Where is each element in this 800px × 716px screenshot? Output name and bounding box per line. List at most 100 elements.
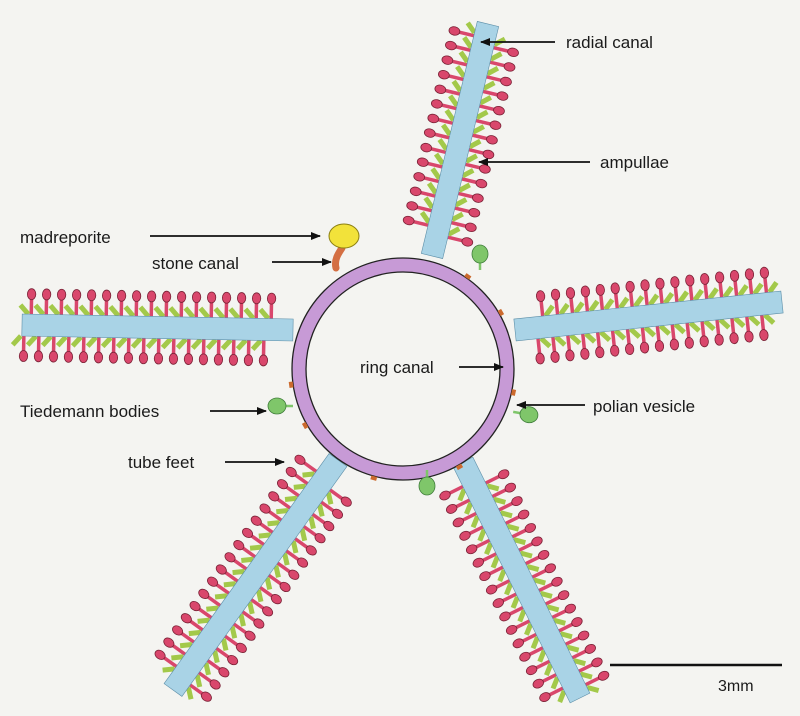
ampulla: [218, 667, 230, 678]
ampulla-stalk: [310, 512, 328, 526]
ampulla: [236, 292, 247, 304]
tube-foot: [486, 66, 500, 77]
ampulla: [465, 544, 478, 555]
ampulla: [577, 630, 590, 641]
ampulla: [413, 172, 426, 182]
ampulla: [279, 581, 291, 593]
tube-foot: [490, 555, 500, 569]
tube-foot: [588, 299, 600, 313]
ampulla-stalk: [551, 335, 557, 355]
tube-foot: [579, 671, 593, 680]
tube-foot: [519, 550, 533, 559]
ampulla-stalk: [446, 73, 466, 82]
arm-right: [513, 266, 784, 365]
ampulla-stalk: [673, 284, 679, 304]
ampulla: [625, 280, 635, 293]
ampulla: [625, 343, 635, 356]
ampulla-stalk: [625, 327, 631, 347]
tube-foot: [78, 304, 91, 317]
ampulla: [759, 266, 769, 279]
ampulla-stalk: [232, 622, 249, 636]
label-ampullae: ampullae: [600, 153, 669, 172]
tube-foot: [168, 306, 181, 319]
ampulla-stalk: [284, 549, 302, 562]
tube-foot: [25, 334, 38, 347]
ampulla: [314, 533, 326, 544]
ampulla: [268, 491, 280, 502]
tube-foot: [229, 625, 238, 639]
ampulla: [163, 637, 175, 648]
tiedemann-body: [464, 273, 472, 280]
ampulla: [406, 201, 419, 211]
tube-foot: [543, 304, 555, 318]
ampulla: [489, 120, 502, 130]
ampulla: [525, 665, 538, 676]
ampulla-stalk: [267, 573, 284, 587]
tube-foot: [220, 338, 233, 351]
ampulla-stalk: [442, 88, 462, 96]
ampulla: [670, 276, 680, 288]
ampulla: [228, 354, 239, 366]
ampulla: [297, 557, 309, 568]
ampulla: [102, 289, 112, 302]
tube-foot: [718, 317, 731, 330]
ampulla: [499, 611, 511, 622]
tube-foot: [85, 335, 98, 348]
ampulla: [595, 346, 605, 359]
tube-foot: [464, 501, 474, 515]
ampulla-stalk: [536, 336, 542, 357]
ampulla-stalk: [474, 118, 494, 127]
tube-foot: [302, 471, 315, 478]
ampulla-stalk: [161, 655, 179, 669]
ampulla: [544, 563, 556, 574]
ampulla: [250, 515, 262, 526]
tube-foot: [10, 334, 23, 347]
ampulla: [610, 282, 620, 295]
polian-vesicle-bulb: [519, 406, 539, 424]
ampulla: [729, 269, 740, 282]
ampulla: [535, 290, 546, 303]
ampulla: [215, 564, 227, 575]
tube-foot: [462, 36, 474, 49]
ampulla: [332, 508, 344, 519]
ampulla-stalk: [700, 319, 706, 340]
ampulla: [744, 330, 754, 343]
tube-foot: [423, 196, 435, 210]
ampulla: [512, 638, 524, 649]
ampulla: [63, 350, 74, 363]
ampulla: [131, 290, 142, 303]
ampulla: [497, 469, 510, 480]
ampulla: [294, 454, 306, 465]
ampulla: [78, 351, 89, 364]
tube-foot: [468, 138, 482, 149]
stone-canal: [332, 244, 346, 272]
ampulla: [154, 649, 166, 660]
tube-foot: [160, 337, 173, 350]
ampulla: [539, 692, 551, 702]
tube-foot: [250, 338, 263, 351]
ampulla-stalk: [460, 177, 480, 185]
ampulla: [565, 287, 576, 299]
ampulla: [550, 288, 561, 301]
ampulla-stalk: [188, 683, 205, 697]
ampulla-stalk: [730, 316, 736, 336]
tube-foot: [628, 327, 642, 339]
ampulla: [233, 540, 245, 551]
ampulla: [655, 277, 665, 290]
ampulla-stalk: [222, 570, 240, 583]
tube-foot: [455, 65, 467, 78]
ampulla: [517, 509, 530, 520]
tube-foot: [484, 542, 494, 556]
tube-foot: [194, 674, 203, 688]
ampulla-stalk: [513, 619, 532, 630]
ampulla-stalk: [456, 30, 476, 38]
ampulla-stalk: [685, 321, 691, 341]
tube-foot: [513, 537, 526, 546]
ampulla-stalk: [424, 161, 444, 169]
ampulla-stalk: [463, 162, 483, 170]
ampulla: [524, 523, 536, 533]
ampulla: [468, 208, 481, 218]
ampulla: [416, 157, 429, 167]
ampulla: [493, 105, 505, 116]
